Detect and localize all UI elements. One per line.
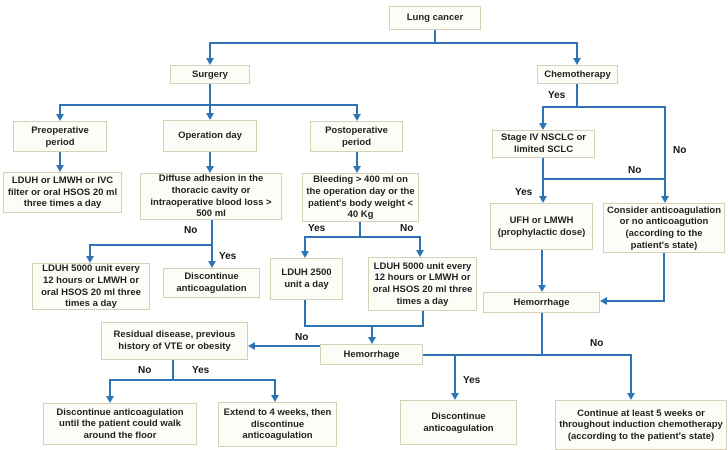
edge-label-hem-mid-no: No	[295, 332, 309, 343]
arrow-down	[573, 42, 581, 65]
node-ufh-lmwh: UFH or LMWH (prophylactic dose)	[490, 203, 593, 250]
node-discontinue-mid: Discontinue anticoagulation	[163, 268, 260, 298]
connector-line	[576, 83, 578, 107]
edge-label-diffuse-yes: Yes	[219, 251, 237, 262]
edge-label-bleeding-yes: Yes	[308, 223, 326, 234]
connector-line	[172, 360, 174, 381]
node-diffuse-adhesion: Diffuse adhesion in the thoracic cavity …	[140, 173, 282, 220]
connector-line	[209, 83, 211, 105]
edge-label-hem-no: No	[590, 338, 604, 349]
arrow-down	[106, 379, 114, 403]
connector-line	[304, 300, 306, 327]
node-stage-iv-nsclc: Stage IV NSCLC or limited SCLC	[492, 130, 595, 158]
arrow-down	[86, 244, 94, 263]
arrow-down	[416, 236, 424, 257]
arrow-down	[451, 354, 459, 400]
node-continue-5-weeks: Continue at least 5 weeks or throughout …	[555, 400, 727, 450]
connector-line	[434, 30, 436, 43]
edge-label-hem-yes: Yes	[463, 375, 481, 386]
arrow-down	[206, 152, 214, 173]
arrow-down	[56, 104, 64, 121]
node-lduh2500: LDUH 2500 unit a day	[270, 258, 343, 300]
edge-label-bleeding-no: No	[400, 223, 414, 234]
edge-label-stage-yes: Yes	[515, 187, 533, 198]
connector-line	[304, 325, 424, 327]
node-hemorrhage-mid: Hemorrhage	[320, 344, 423, 365]
connector-line	[359, 222, 361, 238]
node-preop-treatment: LDUH or LMWH or IVC filter or oral HSOS …	[3, 172, 122, 213]
node-preoperative-period: Preoperative period	[13, 121, 107, 152]
node-chemotherapy: Chemotherapy	[537, 65, 618, 84]
node-extend-4-weeks: Extend to 4 weeks, then discontinue anti…	[218, 402, 337, 447]
connector-line	[542, 158, 544, 180]
node-discontinue-until-walk: Discontinue anticoagulation until the pa…	[43, 403, 197, 445]
arrow-down	[661, 178, 669, 203]
arrow-down	[206, 104, 214, 120]
node-hemorrhage-right: Hemorrhage	[483, 292, 600, 313]
edge-label-residual-no: No	[138, 365, 152, 376]
arrow-down	[56, 152, 64, 172]
connector-line	[663, 253, 665, 302]
connector-line	[209, 42, 578, 44]
node-lduh5000-left: LDUH 5000 unit every 12 hours or LMWH or…	[32, 263, 150, 310]
arrow-down	[353, 104, 361, 121]
arrow-down	[301, 236, 309, 258]
connector-line	[109, 379, 276, 381]
node-bleeding-criteria: Bleeding > 400 ml on the operation day o…	[302, 173, 419, 222]
arrow-down	[271, 379, 279, 402]
arrow-down	[627, 354, 635, 400]
connector-line	[542, 178, 666, 180]
node-surgery: Surgery	[170, 65, 250, 84]
arrow-down	[353, 152, 361, 173]
node-lung-cancer: Lung cancer	[389, 6, 481, 30]
arrow-down	[538, 250, 546, 292]
connector-line	[304, 236, 421, 238]
connector-line	[59, 104, 358, 106]
arrow-down	[368, 325, 376, 344]
connector-line	[422, 354, 632, 356]
edge-label-chemo-no: No	[673, 145, 687, 156]
node-residual-disease: Residual disease, previous history of VT…	[101, 322, 248, 360]
node-consider-anticoagulation: Consider anticoagulation or no anticoagu…	[603, 203, 725, 253]
connector-line	[541, 313, 543, 356]
arrow-down	[539, 178, 547, 203]
arrow-left	[248, 342, 320, 350]
node-postoperative-period: Postoperative period	[310, 121, 403, 152]
arrow-down	[206, 42, 214, 65]
connector-line	[89, 244, 213, 246]
edge-label-residual-yes: Yes	[192, 365, 210, 376]
connector-line	[664, 106, 666, 180]
connector-line	[422, 311, 424, 327]
edge-label-chemo-yes: Yes	[548, 90, 566, 101]
arrow-left	[600, 297, 664, 305]
arrow-down	[539, 106, 547, 130]
arrow-down	[208, 220, 216, 268]
edge-label-diffuse-no: No	[184, 225, 198, 236]
node-lduh5000-right: LDUH 5000 unit every 12 hours or LMWH or…	[368, 257, 477, 311]
node-discontinue-bottom: Discontinue anticoagulation	[400, 400, 517, 445]
node-operation-day: Operation day	[163, 120, 257, 152]
edge-label-stage-no: No	[628, 165, 642, 176]
connector-line	[542, 106, 666, 108]
